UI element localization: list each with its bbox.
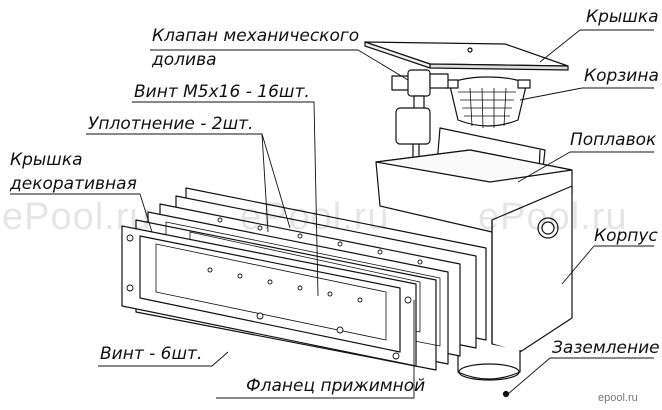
label-float: Поплавок (570, 130, 657, 150)
watermark: ePool.ru (2, 196, 152, 238)
label-flange: Фланец прижимной (246, 376, 426, 396)
screws-drawing (126, 217, 423, 360)
label-body: Корпус (594, 226, 658, 246)
label-valve: Клапан механического (152, 26, 360, 46)
label-basket: Корзина (584, 66, 659, 86)
label-seal: Уплотнение - 2шт. (88, 114, 254, 134)
top-lid-drawing (364, 41, 569, 71)
label-screw-m5: Винт М5х16 - 16шт. (134, 82, 310, 102)
watermark: ePool.ru (478, 196, 628, 238)
label-grounding: Заземление (552, 338, 660, 358)
label-screw-6: Винт - 6шт. (100, 344, 203, 364)
label-valve-line2: долива (152, 50, 217, 70)
leader-lines (10, 29, 654, 399)
label-top-lid: Крышка (586, 7, 659, 27)
label-decorative-lid: Крышка (10, 150, 83, 170)
body-drawing (375, 149, 573, 381)
brand-logo: epool.ru (598, 392, 638, 404)
basket-drawing (445, 76, 531, 129)
watermark: ePool.ru (240, 196, 390, 238)
label-decorative-lid-line2: декоративная (10, 174, 137, 194)
valve-drawing (391, 69, 449, 164)
